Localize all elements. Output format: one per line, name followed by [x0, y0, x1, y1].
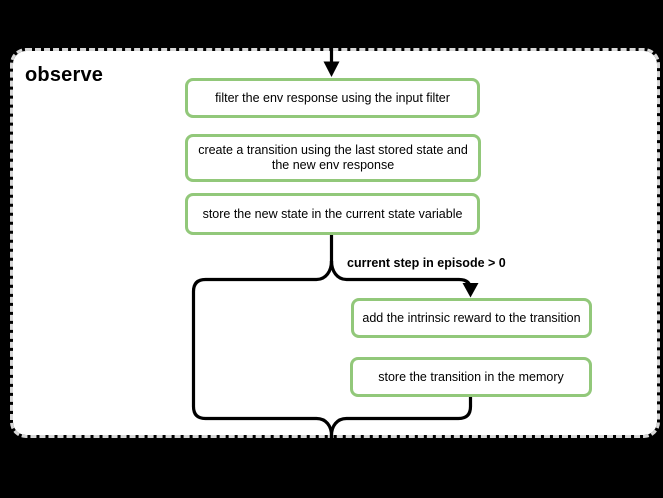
step-label: add the intrinsic reward to the transiti…: [362, 310, 581, 325]
step-label: store the transition in the memory: [378, 369, 564, 384]
step-label: filter the env response using the input …: [215, 90, 450, 105]
step-label: store the new state in the current state…: [202, 206, 463, 221]
card-title: observe: [25, 64, 104, 86]
step-store-transition-memory: store the transition in the memory: [350, 357, 592, 397]
step-create-transition: create a transition using the last store…: [185, 134, 481, 182]
step-store-new-state: store the new state in the current state…: [185, 193, 480, 235]
step-add-intrinsic-reward: add the intrinsic reward to the transiti…: [351, 298, 592, 338]
step-filter-env-response: filter the env response using the input …: [185, 78, 480, 118]
step-label: create a transition using the last store…: [198, 143, 468, 172]
condition-label: current step in episode > 0: [347, 256, 506, 270]
